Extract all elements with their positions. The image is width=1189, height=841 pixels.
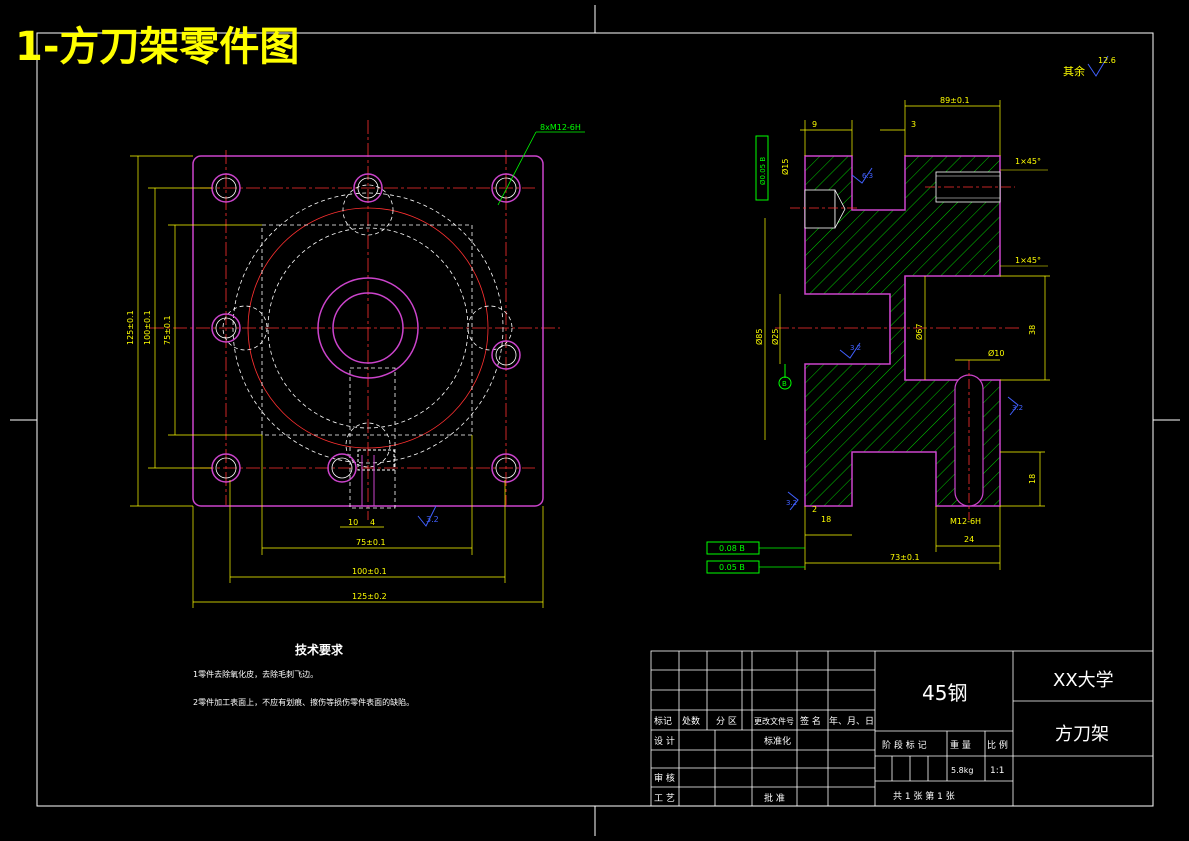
tech-req-title: 技术要求 <box>295 642 344 657</box>
svg-text:工 艺: 工 艺 <box>654 793 675 804</box>
svg-text:Ø15: Ø15 <box>780 159 790 175</box>
svg-text:2: 2 <box>812 505 817 514</box>
svg-text:Ø85: Ø85 <box>754 329 764 345</box>
svg-text:3.2: 3.2 <box>850 344 861 352</box>
svg-text:18: 18 <box>821 515 831 524</box>
svg-text:100±0.1: 100±0.1 <box>143 310 152 345</box>
svg-text:Ø10: Ø10 <box>988 348 1004 358</box>
svg-text:18: 18 <box>1028 474 1037 484</box>
tech-requirements: 技术要求 1零件去除氧化皮，去除毛刺飞边。 2零件加工表面上，不应有划痕、擦伤等… <box>193 642 414 707</box>
surface-finish-note: 其余 12.6 <box>1063 55 1116 78</box>
svg-text:24: 24 <box>964 535 974 544</box>
svg-text:方刀架: 方刀架 <box>1055 724 1109 745</box>
svg-text:XX大学: XX大学 <box>1053 670 1114 691</box>
centerlines <box>150 120 560 520</box>
svg-text:3.2: 3.2 <box>786 499 797 507</box>
svg-text:0.08 B: 0.08 B <box>719 544 745 553</box>
svg-text:9: 9 <box>812 120 817 129</box>
svg-text:3.2: 3.2 <box>426 515 439 524</box>
svg-text:100±0.1: 100±0.1 <box>352 567 387 576</box>
svg-text:Ø67: Ø67 <box>914 324 924 340</box>
svg-text:10: 10 <box>348 518 358 527</box>
tech-req-line2: 2零件加工表面上，不应有划痕、擦伤等损伤零件表面的缺陷。 <box>193 697 414 707</box>
svg-text:1×45°: 1×45° <box>1015 157 1041 166</box>
drawing-title: 1-方刀架零件图 <box>15 24 299 70</box>
svg-text:Ø0.05 B: Ø0.05 B <box>759 157 767 185</box>
svg-text:45钢: 45钢 <box>922 681 967 705</box>
svg-text:6.3: 6.3 <box>862 172 873 180</box>
svg-text:125±0.2: 125±0.2 <box>352 592 387 601</box>
svg-text:处数: 处数 <box>682 715 700 727</box>
front-dimensions <box>130 155 544 608</box>
front-view: 10 4 75±0.1 100±0.1 125±0.2 125±0.1 100±… <box>126 120 585 608</box>
svg-text:M12-6H: M12-6H <box>950 517 981 526</box>
svg-text:125±0.1: 125±0.1 <box>126 310 135 345</box>
bolt-holes <box>211 173 521 483</box>
svg-text:8xM12-6H: 8xM12-6H <box>540 123 581 132</box>
svg-text:更改文件号: 更改文件号 <box>754 716 794 726</box>
title-block-text: 45钢 XX大学 方刀架 标记 处数 分 区 更改文件号 签 名 年、月、日 设… <box>654 670 1114 804</box>
svg-text:B: B <box>782 380 787 388</box>
svg-text:4: 4 <box>370 518 375 527</box>
svg-text:重 量: 重 量 <box>950 739 971 751</box>
svg-text:标准化: 标准化 <box>764 735 791 747</box>
sheet-frame <box>10 5 1180 836</box>
svg-text:0.05 B: 0.05 B <box>719 563 745 572</box>
svg-text:5.8kg: 5.8kg <box>951 766 973 775</box>
svg-text:审 核: 审 核 <box>654 772 675 784</box>
svg-text:75±0.1: 75±0.1 <box>163 315 172 345</box>
section-view: 89±0.1 9 3 Ø15 Ø85 Ø25 Ø67 Ø10 38 18 18 … <box>706 96 1050 574</box>
svg-text:年、月、日: 年、月、日 <box>829 715 874 727</box>
svg-text:Ø25: Ø25 <box>770 329 780 345</box>
svg-text:设 计: 设 计 <box>654 735 675 747</box>
svg-text:75±0.1: 75±0.1 <box>356 538 386 547</box>
svg-text:3: 3 <box>911 120 916 129</box>
svg-text:共 1 张 第 1 张: 共 1 张 第 1 张 <box>893 790 955 802</box>
svg-text:批 准: 批 准 <box>764 792 785 804</box>
svg-text:89±0.1: 89±0.1 <box>940 96 970 105</box>
svg-text:阶 段 标 记: 阶 段 标 记 <box>882 739 927 751</box>
svg-text:1:1: 1:1 <box>990 766 1004 776</box>
svg-text:其余: 其余 <box>1063 64 1085 78</box>
svg-text:38: 38 <box>1028 325 1037 335</box>
title-block <box>650 650 1154 807</box>
svg-text:比 例: 比 例 <box>987 739 1008 751</box>
svg-text:1×45°: 1×45° <box>1015 256 1041 265</box>
tech-req-line1: 1零件去除氧化皮，去除毛刺飞边。 <box>193 669 318 679</box>
svg-text:3.2: 3.2 <box>1012 404 1023 412</box>
hidden-lines <box>222 184 513 509</box>
svg-text:73±0.1: 73±0.1 <box>890 553 920 562</box>
svg-text:分 区: 分 区 <box>716 716 737 727</box>
section-dimensions <box>764 100 1050 570</box>
svg-text:签 名: 签 名 <box>800 715 821 727</box>
svg-text:12.6: 12.6 <box>1098 56 1116 65</box>
svg-text:标记: 标记 <box>654 715 672 727</box>
